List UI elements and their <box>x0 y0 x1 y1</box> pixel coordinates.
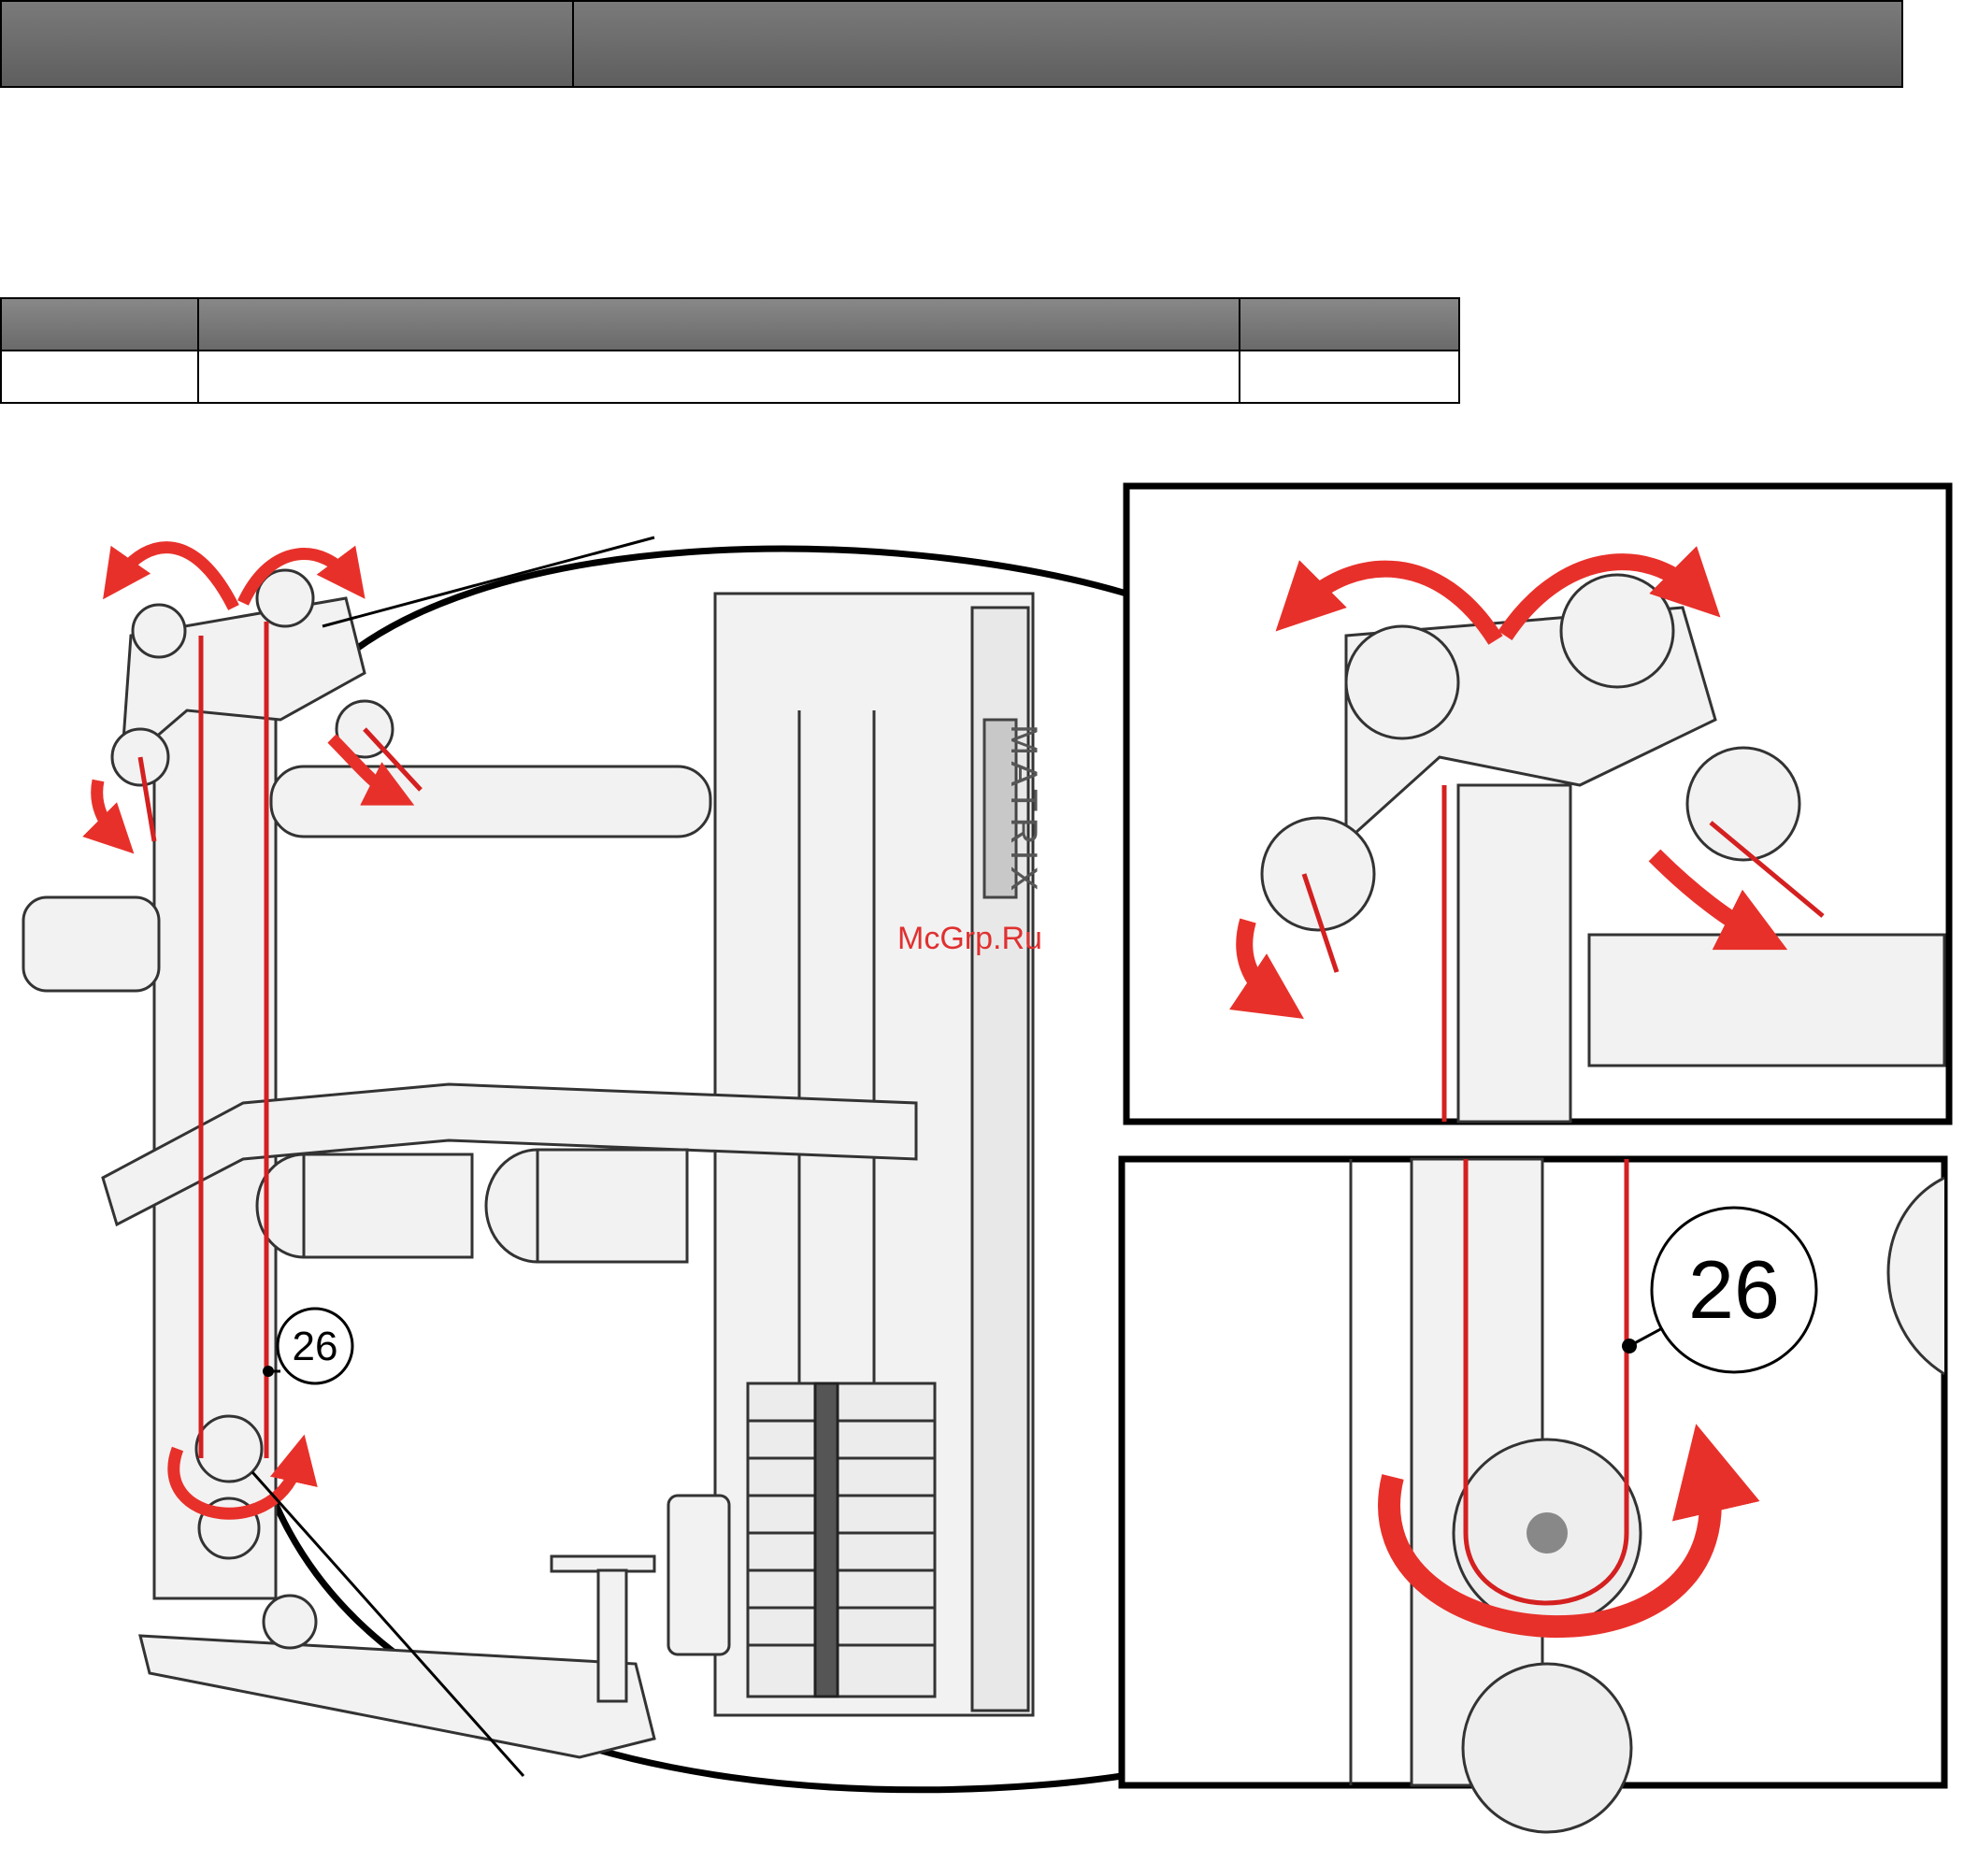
leg-pads <box>255 1148 689 1264</box>
callout-label: 26 <box>293 1324 338 1369</box>
rotation-arrows <box>82 541 415 1520</box>
parts-table-header-cell <box>197 297 1240 351</box>
parts-table-header-cell <box>0 297 200 351</box>
parts-table-cell <box>0 350 200 404</box>
magnifier-outline <box>263 1480 1123 1794</box>
callout-26-detail <box>1650 1206 1818 1374</box>
detail-top <box>1123 482 1953 1125</box>
press-arm <box>101 1082 918 1227</box>
brand-label: MATRIX <box>1003 724 1044 896</box>
cable <box>137 622 423 1458</box>
parts-table-header-cell <box>1238 297 1461 351</box>
pulley-26 <box>194 1414 264 1483</box>
cable-routing-diagram: MATRIX 26 <box>22 482 1953 1834</box>
section-number-cell <box>0 0 574 88</box>
magnifier-outline <box>315 545 1127 685</box>
selector-housing <box>667 1494 731 1656</box>
section-header-bar <box>0 0 1903 90</box>
back-pad <box>22 895 161 993</box>
parts-table-header-row <box>0 297 1461 351</box>
parts-table-cell <box>1238 350 1461 404</box>
watermark: McGrp.Ru <box>897 921 1042 956</box>
parts-table <box>0 297 1461 404</box>
section-title-cell <box>572 0 1903 88</box>
detail-bottom: 26 <box>1118 1155 1948 1834</box>
parts-table-row <box>0 350 1461 404</box>
weight-stack <box>746 1382 937 1698</box>
parts-table-cell <box>197 350 1240 404</box>
callout-26 <box>276 1307 354 1385</box>
machine-illustration <box>22 568 1035 1759</box>
machine-base <box>138 1634 656 1759</box>
callout-label-detail: 26 <box>1688 1243 1780 1336</box>
